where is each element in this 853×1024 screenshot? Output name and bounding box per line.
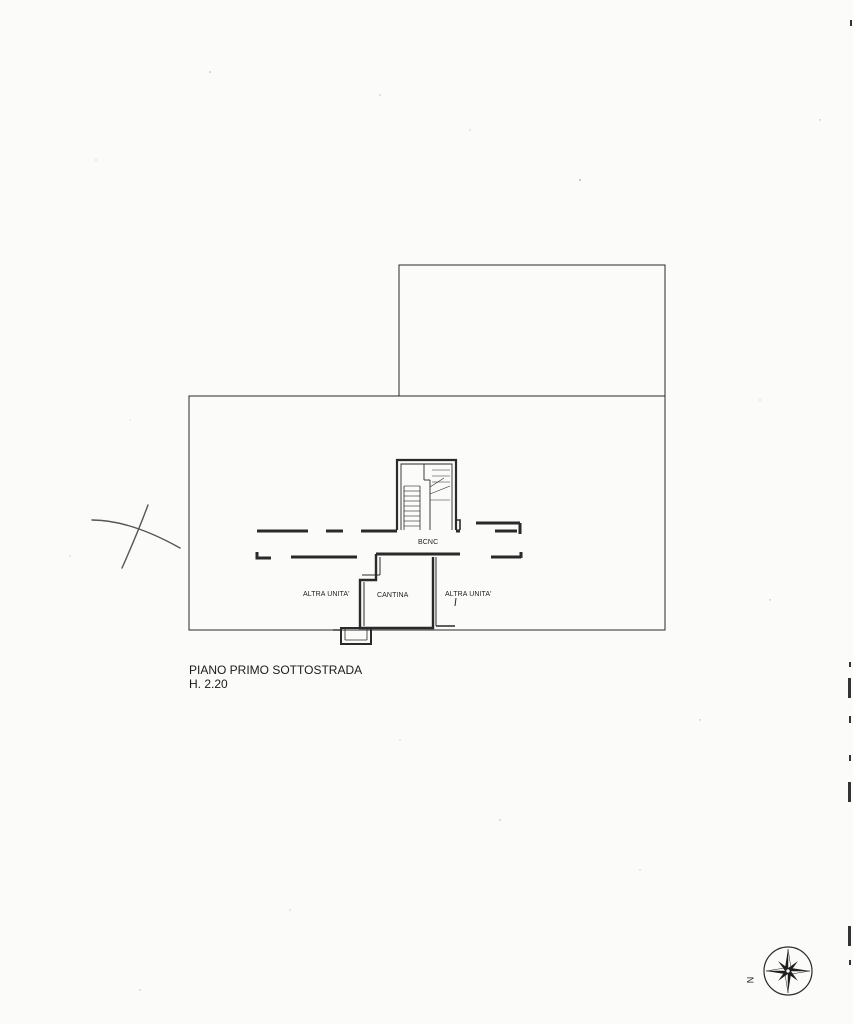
corridor-upper-wall <box>257 521 522 534</box>
floor-caption: PIANO PRIMO SOTTOSTRADA H. 2.20 <box>189 663 362 691</box>
compass-rose-icon <box>763 946 813 996</box>
compass-north-letter: N <box>745 976 756 984</box>
light-well <box>333 627 372 645</box>
upper-building-outline <box>398 264 666 397</box>
room-label-cantina: CANTINA <box>377 592 409 599</box>
room-label-altra-unita-right: ALTRA UNITA' <box>445 591 492 598</box>
hand-drawn-cross-mark <box>91 504 181 569</box>
pencil-mark <box>454 597 457 607</box>
floor-name: PIANO PRIMO SOTTOSTRADA <box>189 663 363 677</box>
room-label-altra-unita-left: ALTRA UNITA' <box>303 591 350 598</box>
floor-plan <box>188 264 666 645</box>
main-floor-outline <box>188 395 666 631</box>
scan-edge-marks <box>848 20 852 965</box>
stairwell <box>395 458 461 530</box>
floor-height: H. 2.20 <box>189 677 228 691</box>
room-label-bcnc: BCNC <box>418 539 439 546</box>
cantina-walls <box>358 554 455 630</box>
scan-specks <box>69 71 821 991</box>
corridor-lower-wall <box>255 552 523 560</box>
